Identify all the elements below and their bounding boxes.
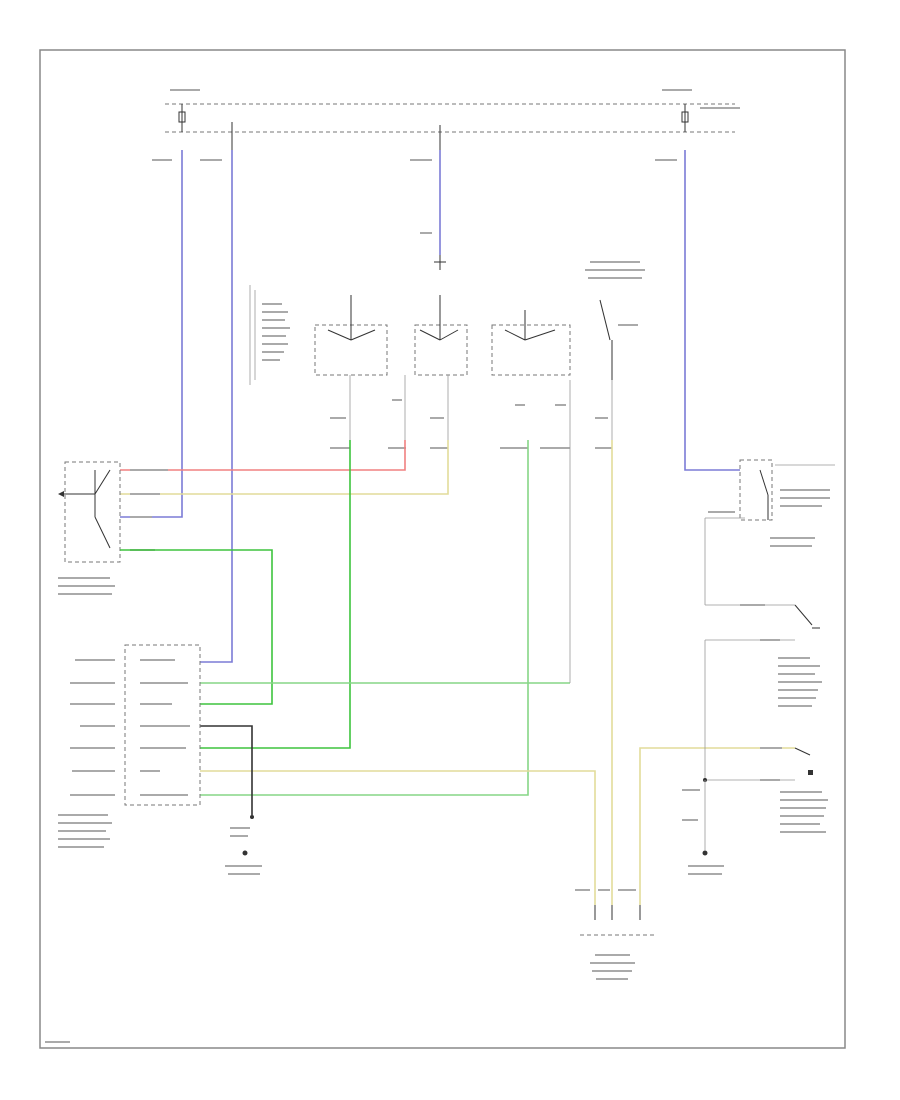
switch-output-stubs: [330, 375, 613, 449]
left-panel-connector: [58, 461, 168, 595]
switch-legend: [249, 285, 290, 385]
switch-block-1: [314, 295, 388, 376]
right-sensor: [682, 747, 828, 875]
yellow-wire-lower: [200, 770, 596, 905]
switch-block-4: [585, 261, 645, 380]
red-wire: [120, 440, 406, 471]
control-module: [58, 644, 201, 848]
right-relay: [704, 459, 835, 606]
bottom-connector: [575, 889, 655, 980]
wire-label-marks: [152, 89, 740, 234]
blue-wire-right: [684, 150, 740, 471]
blue-wire-left: [120, 150, 183, 518]
fuse-right: [681, 104, 689, 132]
blue-wires: [120, 150, 740, 663]
green-wire-panel: [120, 549, 273, 705]
green-wire-switch3: [200, 440, 529, 796]
yellow-wire-upper: [120, 440, 449, 495]
fuse-left: [178, 104, 186, 132]
switch-block-3: [491, 310, 571, 376]
right-switch: [704, 604, 822, 780]
ground-wire: [200, 725, 253, 815]
center-connector: [434, 255, 446, 270]
green-wire-switch1: [200, 440, 351, 749]
switch-block-2: [414, 295, 468, 376]
blue-wire-module: [200, 150, 233, 663]
ground-symbol: [225, 815, 262, 875]
yellow-wire-right: [639, 747, 795, 905]
diagram-frame: [39, 49, 846, 1049]
